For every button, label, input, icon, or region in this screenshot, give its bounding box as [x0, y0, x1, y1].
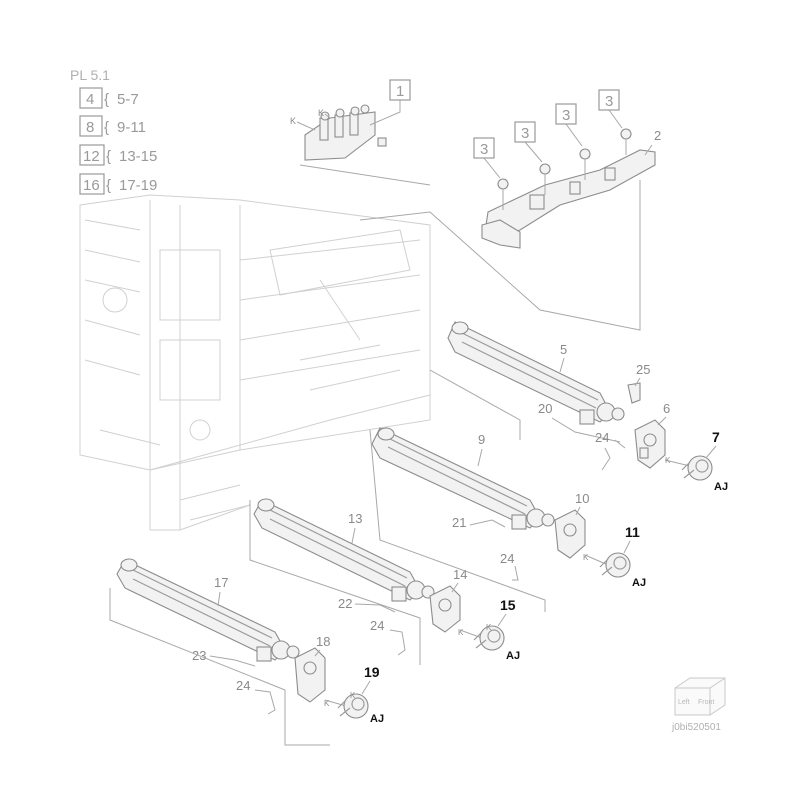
- callout-24-a: 24: [595, 430, 609, 445]
- callout-13: 13: [348, 511, 362, 526]
- holder-14: [429, 585, 461, 633]
- svg-text:K: K: [583, 553, 589, 562]
- svg-text:3: 3: [521, 125, 529, 142]
- callout-11: 11: [625, 524, 640, 540]
- callout-24-b: 24: [500, 551, 514, 566]
- svg-text:K: K: [324, 699, 330, 708]
- developer-unit-17: [116, 558, 300, 662]
- marker-aj-3: AJ: [506, 650, 520, 662]
- svg-text:{: {: [106, 177, 111, 194]
- svg-text:K: K: [290, 116, 296, 126]
- svg-text:3: 3: [605, 93, 613, 110]
- svg-text:{: {: [104, 91, 109, 108]
- boxed-callout-3d: 3: [598, 89, 623, 129]
- callout-20: 20: [538, 401, 552, 416]
- part-2-assembly: [481, 128, 656, 249]
- svg-text:{: {: [104, 119, 109, 136]
- svg-text:13-15: 13-15: [119, 148, 157, 165]
- callout-24-c: 24: [370, 618, 384, 633]
- svg-text:17-19: 17-19: [119, 177, 157, 194]
- callout-7: 7: [712, 429, 720, 445]
- svg-text:5-7: 5-7: [117, 91, 139, 108]
- svg-text:{: {: [106, 148, 111, 165]
- gear-19: [337, 693, 369, 719]
- holder-18: [294, 647, 326, 703]
- plate-reference: PL 5.1: [70, 67, 110, 83]
- svg-text:K: K: [318, 108, 324, 118]
- callout-6: 6: [663, 401, 670, 416]
- svg-text:4: 4: [86, 91, 94, 108]
- ref-row-4: 16 { 17-19: [79, 173, 157, 195]
- callout-25: 25: [636, 362, 650, 377]
- holder-10: [554, 509, 586, 559]
- callout-10: 10: [575, 491, 589, 506]
- callout-22: 22: [338, 596, 352, 611]
- callout-19: 19: [364, 664, 380, 680]
- callout-5: 5: [560, 342, 567, 357]
- svg-text:K: K: [458, 628, 464, 637]
- developer-unit-9: [371, 427, 555, 530]
- svg-text:K: K: [486, 623, 492, 632]
- svg-text:1: 1: [396, 83, 404, 100]
- svg-text:12: 12: [83, 148, 100, 165]
- developer-unit-13: [253, 498, 435, 602]
- figure-id: j0bi520501: [671, 722, 721, 733]
- svg-text:16: 16: [83, 177, 100, 194]
- svg-text:3: 3: [480, 141, 488, 158]
- machine-frame: [79, 194, 431, 531]
- callout-18: 18: [316, 634, 330, 649]
- svg-text:Left: Left: [678, 699, 690, 706]
- boxed-callout-3c: 3: [555, 103, 583, 147]
- developer-unit-5: [447, 321, 625, 425]
- part-1-assembly: K K: [290, 104, 387, 161]
- svg-text:K: K: [350, 691, 356, 700]
- svg-text:K: K: [665, 456, 671, 465]
- callout-15: 15: [500, 597, 516, 613]
- gear-15: [473, 625, 505, 651]
- ref-row-2: 8 { 9-11: [79, 115, 146, 137]
- boxed-callout-1: 1: [369, 79, 411, 126]
- svg-text:9-11: 9-11: [117, 119, 146, 136]
- orientation-cube-icon: Left Front: [674, 677, 726, 716]
- boxed-callout-3b: 3: [514, 121, 543, 163]
- callout-2: 2: [654, 128, 661, 143]
- bracket-25: [627, 382, 641, 404]
- gear-11: [599, 552, 631, 578]
- marker-aj-1: AJ: [714, 481, 728, 493]
- callout-24-d: 24: [236, 678, 250, 693]
- svg-text:3: 3: [562, 107, 570, 124]
- marker-aj-4: AJ: [370, 713, 384, 725]
- callout-17: 17: [214, 575, 228, 590]
- boxed-callout-3a: 3: [473, 137, 501, 179]
- marker-aj-2: AJ: [632, 577, 646, 589]
- gear-7: [681, 455, 713, 481]
- callout-21: 21: [452, 515, 466, 530]
- ref-row-3: 12 { 13-15: [79, 144, 157, 166]
- svg-text:8: 8: [86, 119, 94, 136]
- ref-row-1: 4 { 5-7: [79, 87, 139, 109]
- svg-text:Front: Front: [698, 699, 714, 706]
- holder-6: [634, 419, 666, 469]
- callout-9: 9: [478, 432, 485, 447]
